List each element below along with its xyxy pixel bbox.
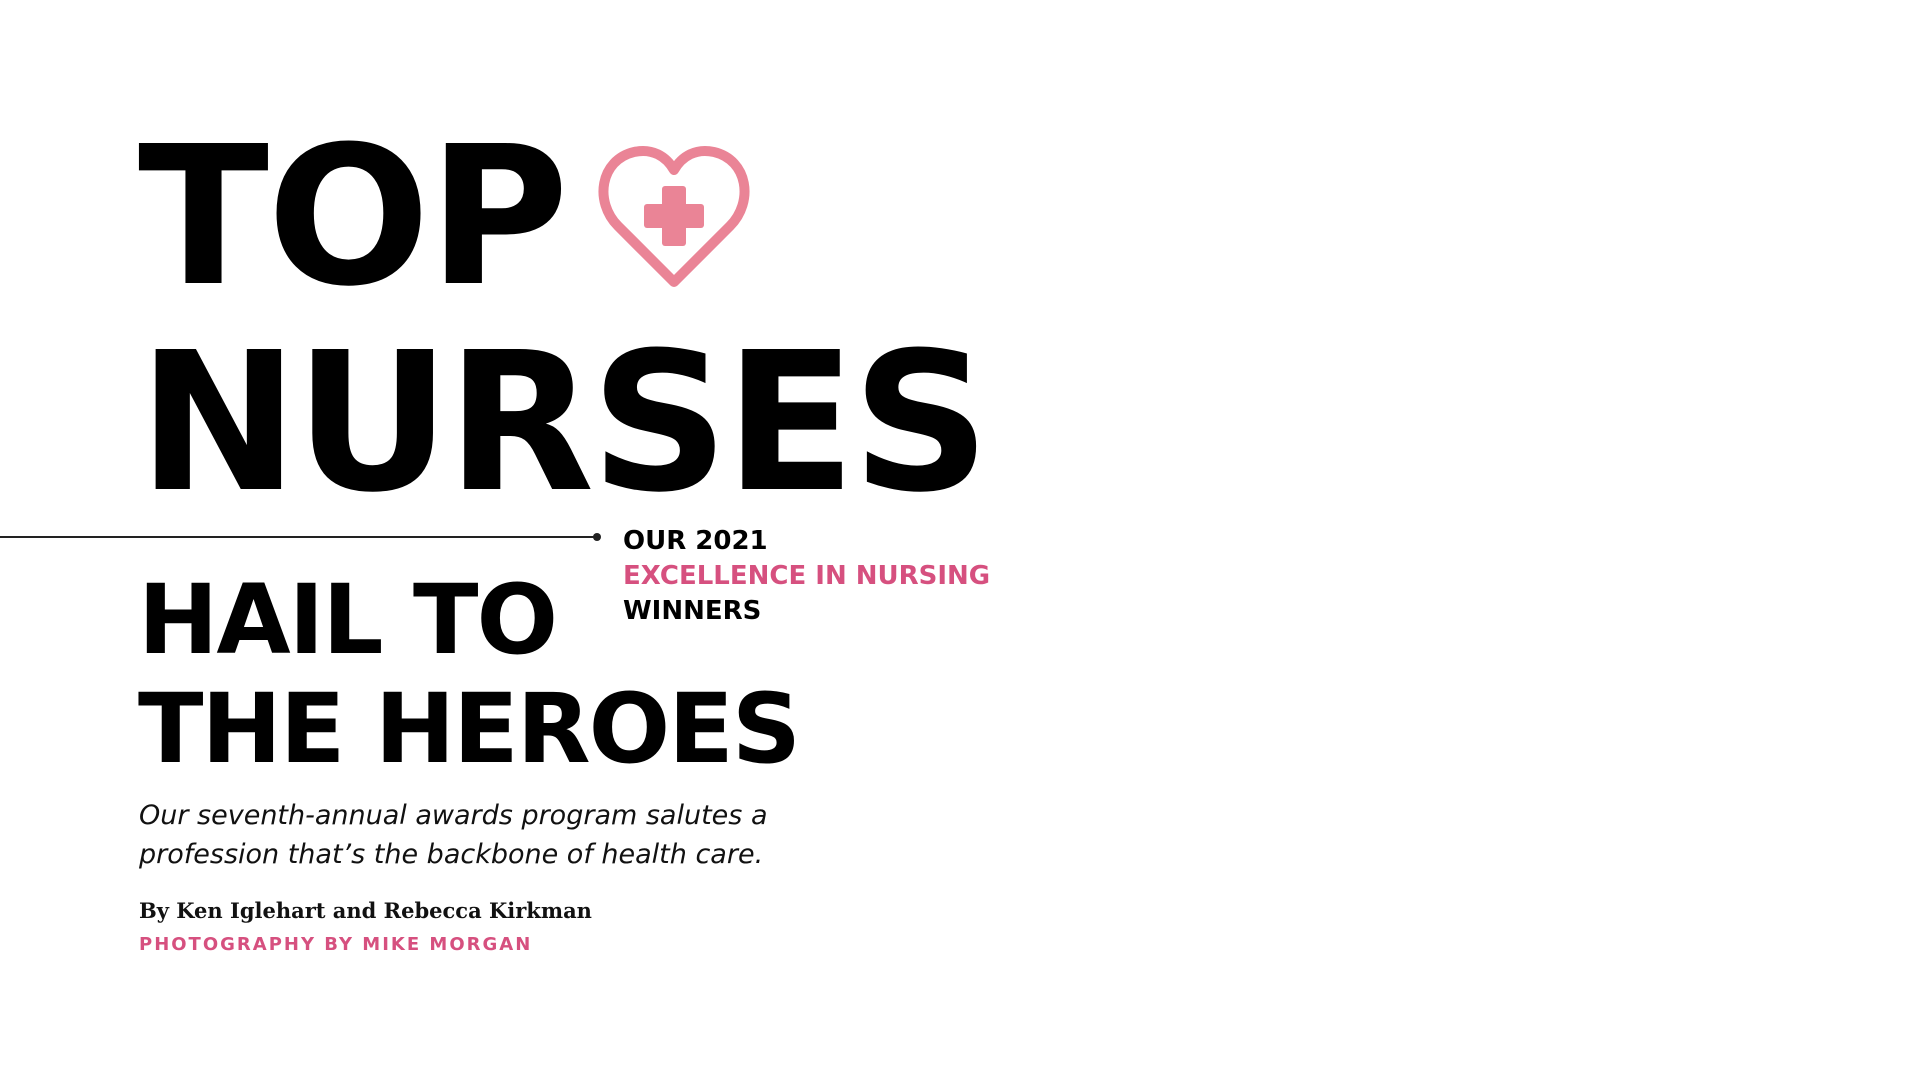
kicker-year: OUR 2021	[623, 526, 768, 556]
subhead-line-the-heroes: THE HEROES	[138, 673, 801, 785]
photo-credit: PHOTOGRAPHY BY MIKE MORGAN	[139, 934, 533, 955]
kicker-winners: WINNERS	[623, 596, 762, 626]
dek-line-2: profession that’s the backbone of health…	[139, 839, 764, 870]
heart-with-medical-cross-icon	[598, 146, 750, 287]
kicker: OUR 2021 EXCELLENCE IN NURSING WINNERS	[623, 524, 990, 629]
dek: Our seventh-annual awards program salute…	[139, 796, 768, 874]
subhead-line-hail-to: HAIL TO	[138, 564, 558, 676]
headline-line-nurses: NURSES	[138, 312, 990, 535]
divider-dot	[593, 533, 601, 541]
byline: By Ken Iglehart and Rebecca Kirkman	[139, 898, 592, 923]
headline-line-top: TOP	[138, 106, 569, 329]
dek-line-1: Our seventh-annual awards program salute…	[139, 800, 768, 831]
divider-rule	[0, 536, 598, 538]
kicker-award-name: EXCELLENCE IN NURSING	[623, 561, 991, 591]
